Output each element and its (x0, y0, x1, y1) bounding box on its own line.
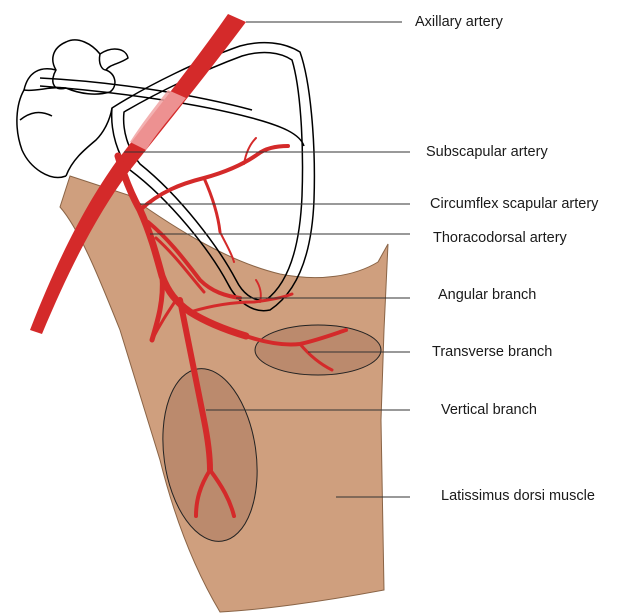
label-vertical-branch: Vertical branch (441, 403, 537, 418)
label-circumflex-scapular-artery: Circumflex scapular artery (430, 197, 598, 212)
label-axillary-artery: Axillary artery (415, 15, 503, 30)
transverse-branch-region (255, 325, 381, 375)
label-thoracodorsal-artery: Thoracodorsal artery (433, 231, 567, 246)
label-subscapular-artery: Subscapular artery (426, 145, 548, 160)
label-transverse-branch: Transverse branch (432, 345, 552, 360)
label-latissimus-dorsi-muscle: Latissimus dorsi muscle (441, 489, 595, 504)
label-angular-branch: Angular branch (438, 288, 536, 303)
